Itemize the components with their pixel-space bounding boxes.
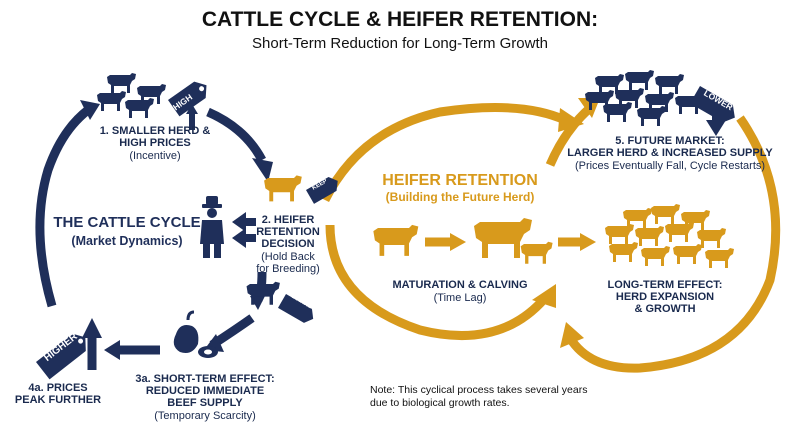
farmer-icon [200, 196, 224, 258]
market-cow-icon [246, 281, 280, 305]
step-2-note-1: (Hold Back [261, 251, 315, 263]
step-3a-line-3: BEEF SUPPLY [167, 397, 243, 409]
retention-subtitle: (Building the Future Herd) [385, 190, 535, 204]
gold-arrowhead-outer [560, 322, 584, 348]
arrowhead-1-to-2 [252, 158, 273, 182]
step-3a-line-2: REDUCED IMMEDIATE [145, 385, 265, 397]
large-herd-icon [585, 70, 704, 126]
gold-arrowhead-mid [450, 233, 466, 251]
expanded-herd-icon [605, 204, 734, 268]
gold-arrow-top [320, 103, 567, 203]
gold-inner-loop [325, 224, 549, 340]
step-2-line-1: 2. HEIFER [261, 214, 315, 226]
cycle-subtitle: (Market Dynamics) [71, 234, 183, 248]
maturation-title: MATURATION & CALVING [392, 279, 528, 291]
arrow-1-to-2 [206, 107, 266, 163]
farmer-decision-arrows [232, 212, 256, 248]
step-1-note: (Incentive) [129, 150, 181, 162]
page-subtitle: Short-Term Reduction for Long-Term Growt… [252, 35, 548, 52]
arrow-4a-to-1 [35, 106, 91, 308]
lower-price-tag [690, 86, 735, 123]
step-3a-line-1: 3a. SHORT-TERM EFFECT: [135, 373, 275, 385]
heifer-icon [264, 175, 302, 202]
retention-loop [320, 103, 781, 373]
higher-price-tag [36, 333, 86, 380]
step-2-note-2: for Breeding) [256, 263, 320, 275]
cycle-title: THE CATTLE CYCLE [53, 214, 201, 231]
calf-icon [373, 224, 419, 256]
step-4a-line-2: PEAK FURTHER [14, 394, 102, 406]
longterm-line-1: LONG-TERM EFFECT: [607, 279, 723, 291]
beef-cuts-icon [173, 310, 218, 358]
market-tag [278, 294, 314, 323]
arrowhead-lower-down [706, 120, 726, 136]
mature-cow-icon [474, 218, 553, 264]
step-2-line-2: RETENTION [256, 226, 320, 238]
step-4a-line-1: 4a. PRICES [28, 382, 88, 394]
step-2-line-3: DECISION [261, 238, 315, 250]
arrowhead-4a-up [82, 318, 102, 338]
step-3a-note: (Temporary Scarcity) [154, 410, 256, 422]
small-herd-icon [97, 73, 166, 118]
footnote-line-1: Note: This cyclical process takes severa… [370, 384, 588, 396]
step-1-title-line-1: 1. SMALLER HERD & [99, 125, 211, 137]
arrowhead-high-up [186, 104, 198, 114]
maturation-note: (Time Lag) [433, 292, 487, 304]
retention-title: HEIFER RETENTION [382, 172, 538, 189]
arrowhead-3a-to-4a [104, 340, 120, 360]
step-5-note: (Prices Eventually Fall, Cycle Restarts) [574, 160, 766, 172]
longterm-line-3: & GROWTH [634, 303, 696, 315]
gold-arrow-upper-right [545, 104, 594, 167]
gold-arrowhead-top [558, 108, 584, 132]
keep-tag [306, 177, 338, 204]
arrowhead-4a-to-1 [80, 100, 100, 120]
high-price-tag [168, 81, 207, 117]
footnote-line-2: due to biological growth rates. [370, 397, 510, 409]
step-1-title-line-2: HIGH PRICES [119, 137, 191, 149]
longterm-line-2: HERD EXPANSION [615, 291, 715, 303]
gold-arrowhead-mid-2 [580, 233, 596, 251]
step-5-line-2: LARGER HERD & INCREASED SUPPLY [567, 147, 773, 159]
cattle-cycle-arrows [35, 106, 267, 370]
page-title: CATTLE CYCLE & HEIFER RETENTION: [201, 8, 599, 31]
gold-outer-loop [566, 115, 781, 373]
gold-arrowhead-inner [532, 284, 556, 308]
step-5-line-1: 5. FUTURE MARKET: [615, 135, 725, 147]
